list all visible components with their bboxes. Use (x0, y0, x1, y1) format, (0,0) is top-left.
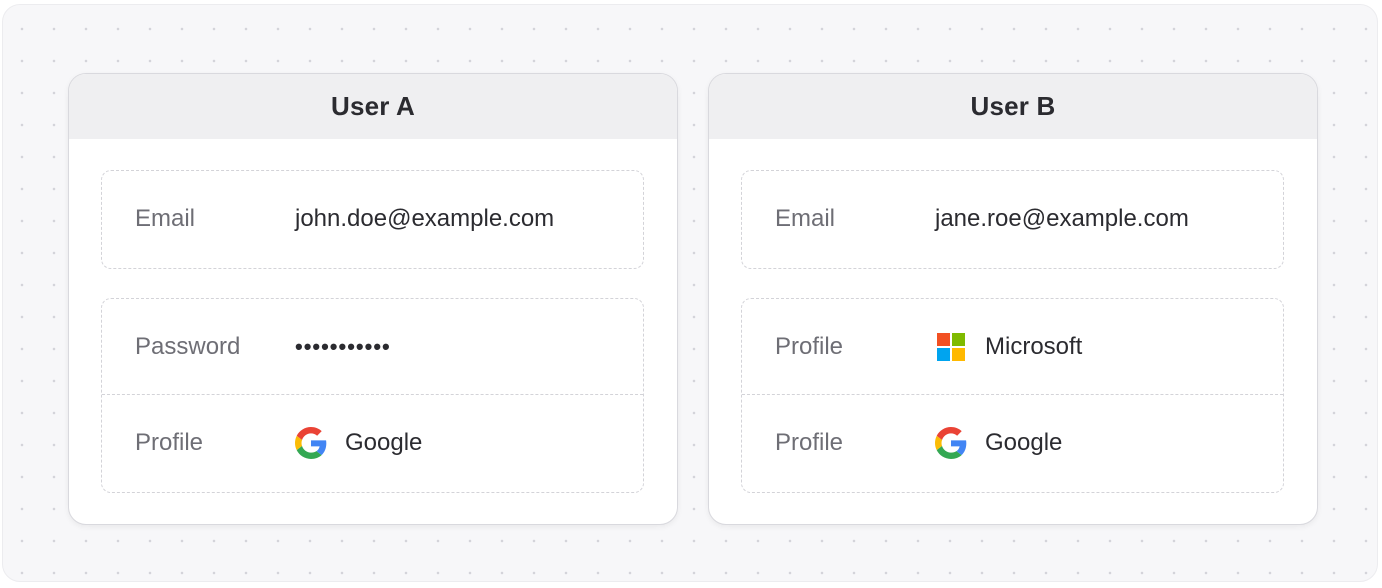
profile-label: Profile (775, 332, 844, 360)
profile-provider-name: Microsoft (985, 332, 1083, 360)
password-row: Password ••••••••••• (102, 299, 643, 395)
dotted-canvas: User A Email john.doe@example.com Passwo… (2, 4, 1378, 582)
microsoft-icon (937, 332, 965, 361)
profile-provider-name: Google (985, 429, 1063, 456)
password-label: Password (135, 332, 241, 360)
email-group: Email jane.roe@example.com (741, 170, 1284, 269)
profile-row-microsoft: Profile Microsoft (742, 299, 1283, 395)
email-label: Email (135, 205, 196, 232)
password-value: ••••••••••• (295, 333, 391, 359)
auth-methods-group: Profile Microsoft Profile (741, 298, 1284, 493)
profile-value: Google (295, 427, 422, 459)
profile-label: Profile (775, 429, 844, 456)
user-card-b: User B Email jane.roe@example.com Profil… (708, 73, 1318, 525)
google-icon (935, 427, 967, 459)
profile-row-google: Profile Google (102, 395, 643, 491)
email-value: jane.roe@example.com (935, 205, 1189, 232)
email-label: Email (775, 205, 836, 232)
profile-label: Profile (135, 429, 204, 456)
card-title: User B (709, 74, 1317, 139)
profile-value: Google (935, 427, 1062, 459)
google-icon (295, 427, 327, 459)
card-title: User A (69, 74, 677, 139)
user-card-a: User A Email john.doe@example.com Passwo… (68, 73, 678, 525)
auth-methods-group: Password ••••••••••• Profile Google (101, 298, 644, 493)
profile-row-google: Profile Google (742, 395, 1283, 491)
profile-value: Microsoft (935, 332, 1083, 361)
email-group: Email john.doe@example.com (101, 170, 644, 269)
email-row: Email jane.roe@example.com (742, 171, 1283, 267)
email-row: Email john.doe@example.com (102, 171, 643, 267)
profile-provider-name: Google (345, 429, 423, 456)
email-value: john.doe@example.com (295, 205, 555, 232)
